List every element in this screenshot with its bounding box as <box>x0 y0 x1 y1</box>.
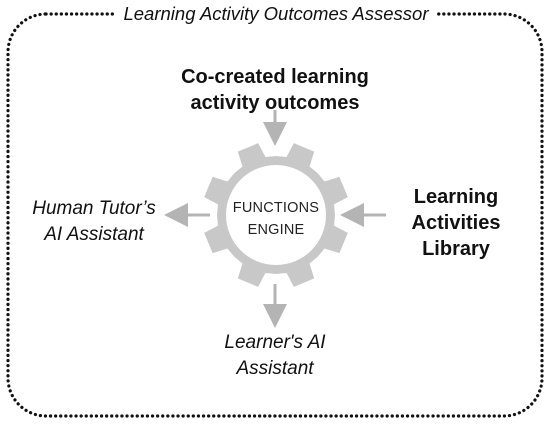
output-label-bottom: Learner's AI Assistant <box>205 330 345 382</box>
engine-label-line2: ENGINE <box>247 222 305 238</box>
engine-label-line1: FUNCTIONS <box>232 200 320 216</box>
input-label-top: Co-created learning activity outcomes <box>160 64 390 116</box>
gear-icon <box>204 143 348 287</box>
output-label-left: Human Tutor’s AI Assistant <box>20 196 168 248</box>
engine-label: FUNCTIONS ENGINE <box>216 197 336 241</box>
output-bottom-line1: Learner's AI <box>224 332 326 353</box>
output-left-line1: Human Tutor’s <box>32 198 156 219</box>
input-right-line3: Library <box>422 238 490 260</box>
output-bottom-line2: Assistant <box>236 358 314 379</box>
input-right-line1: Learning <box>413 186 499 208</box>
input-top-line2: activity outcomes <box>190 92 360 114</box>
functions-engine-gear <box>204 143 348 287</box>
diagram-title: Learning Activity Outcomes Assessor <box>115 1 437 27</box>
input-top-line1: Co-created learning <box>181 66 369 88</box>
input-label-right: Learning Activities Library <box>394 184 518 262</box>
output-left-line2: AI Assistant <box>44 224 144 245</box>
input-right-line2: Activities <box>411 212 501 234</box>
